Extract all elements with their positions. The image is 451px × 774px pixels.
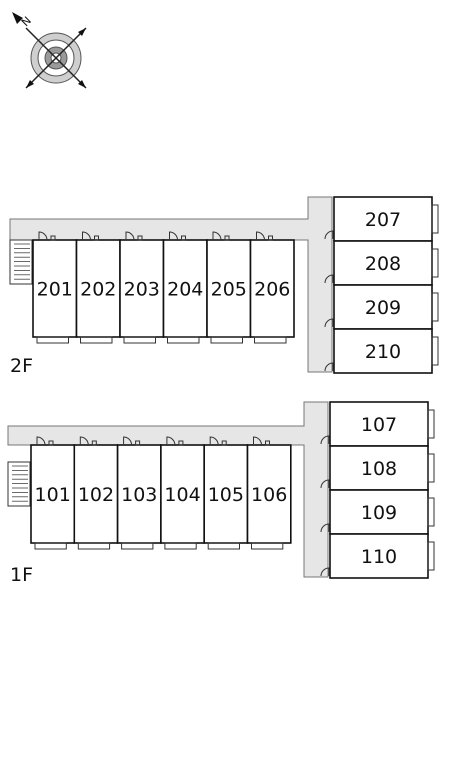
door-swing-icon xyxy=(320,435,330,445)
door-swing-icon xyxy=(324,318,334,328)
unit-101: 101 xyxy=(30,436,76,550)
door-swing-icon xyxy=(125,231,135,241)
unit-number-label: 204 xyxy=(167,279,203,301)
unit-number-label: 109 xyxy=(361,502,397,524)
unit-108: 108 xyxy=(320,445,435,491)
door-swing-icon xyxy=(36,436,46,446)
unit-number-label: 101 xyxy=(35,484,71,506)
unit-205: 205 xyxy=(206,231,252,344)
unit-number-label: 202 xyxy=(80,279,116,301)
unit-number-label: 208 xyxy=(365,253,401,275)
door-swing-icon xyxy=(169,231,178,241)
floor-2f-plan: 201 202 203 204 205 206 207 208 209 210 xyxy=(9,196,439,374)
door-swing-icon xyxy=(38,231,48,241)
floor-label-1f: 1F xyxy=(10,564,33,586)
unit-202: 202 xyxy=(75,231,121,344)
unit-number-label: 104 xyxy=(164,484,200,506)
floor-1f-plan: 101 102 103 104 105 106 107 108 109 110 xyxy=(7,401,435,579)
unit-number-label: 106 xyxy=(251,484,287,506)
unit-number-label: 102 xyxy=(78,484,114,506)
compass-north-label: N xyxy=(19,14,34,29)
door-swing-icon xyxy=(166,436,176,446)
unit-number-label: 108 xyxy=(361,458,397,480)
unit-208: 208 xyxy=(324,240,439,286)
stairs-icon xyxy=(9,239,33,285)
unit-105: 105 xyxy=(203,436,249,550)
unit-107: 107 xyxy=(320,401,435,447)
unit-104: 104 xyxy=(160,436,205,550)
unit-207: 207 xyxy=(324,196,439,242)
door-swing-icon xyxy=(79,436,89,446)
door-swing-icon xyxy=(324,274,334,284)
unit-201: 201 xyxy=(32,231,78,344)
stairs-icon xyxy=(7,461,31,507)
unit-210: 210 xyxy=(324,328,439,374)
unit-102: 102 xyxy=(73,436,119,550)
floor-label-2f: 2F xyxy=(10,355,33,377)
door-swing-icon xyxy=(209,436,219,446)
unit-number-label: 203 xyxy=(124,279,160,301)
unit-number-label: 103 xyxy=(121,484,157,506)
unit-number-label: 210 xyxy=(365,341,401,363)
door-swing-icon xyxy=(256,231,265,241)
door-swing-icon xyxy=(324,362,334,372)
unit-203: 203 xyxy=(119,231,165,344)
door-swing-icon xyxy=(320,479,330,489)
door-swing-icon xyxy=(320,567,330,577)
unit-number-label: 201 xyxy=(37,279,73,301)
compass-rose-icon xyxy=(12,12,87,89)
unit-106: 106 xyxy=(246,436,292,550)
unit-number-label: 209 xyxy=(365,297,401,319)
unit-number-label: 206 xyxy=(254,279,290,301)
door-swing-icon xyxy=(123,436,133,446)
unit-109: 109 xyxy=(320,489,435,535)
door-swing-icon xyxy=(253,436,262,446)
door-swing-icon xyxy=(212,231,222,241)
unit-110: 110 xyxy=(320,533,435,579)
unit-103: 103 xyxy=(116,436,162,550)
unit-204: 204 xyxy=(162,231,208,344)
unit-206: 206 xyxy=(249,231,295,344)
unit-number-label: 110 xyxy=(361,546,397,568)
unit-number-label: 205 xyxy=(211,279,247,301)
unit-number-label: 207 xyxy=(365,209,401,231)
door-swing-icon xyxy=(324,230,334,240)
door-swing-icon xyxy=(82,231,91,241)
unit-number-label: 107 xyxy=(361,414,397,436)
door-swing-icon xyxy=(320,523,330,533)
unit-number-label: 105 xyxy=(208,484,244,506)
unit-209: 209 xyxy=(324,284,439,330)
